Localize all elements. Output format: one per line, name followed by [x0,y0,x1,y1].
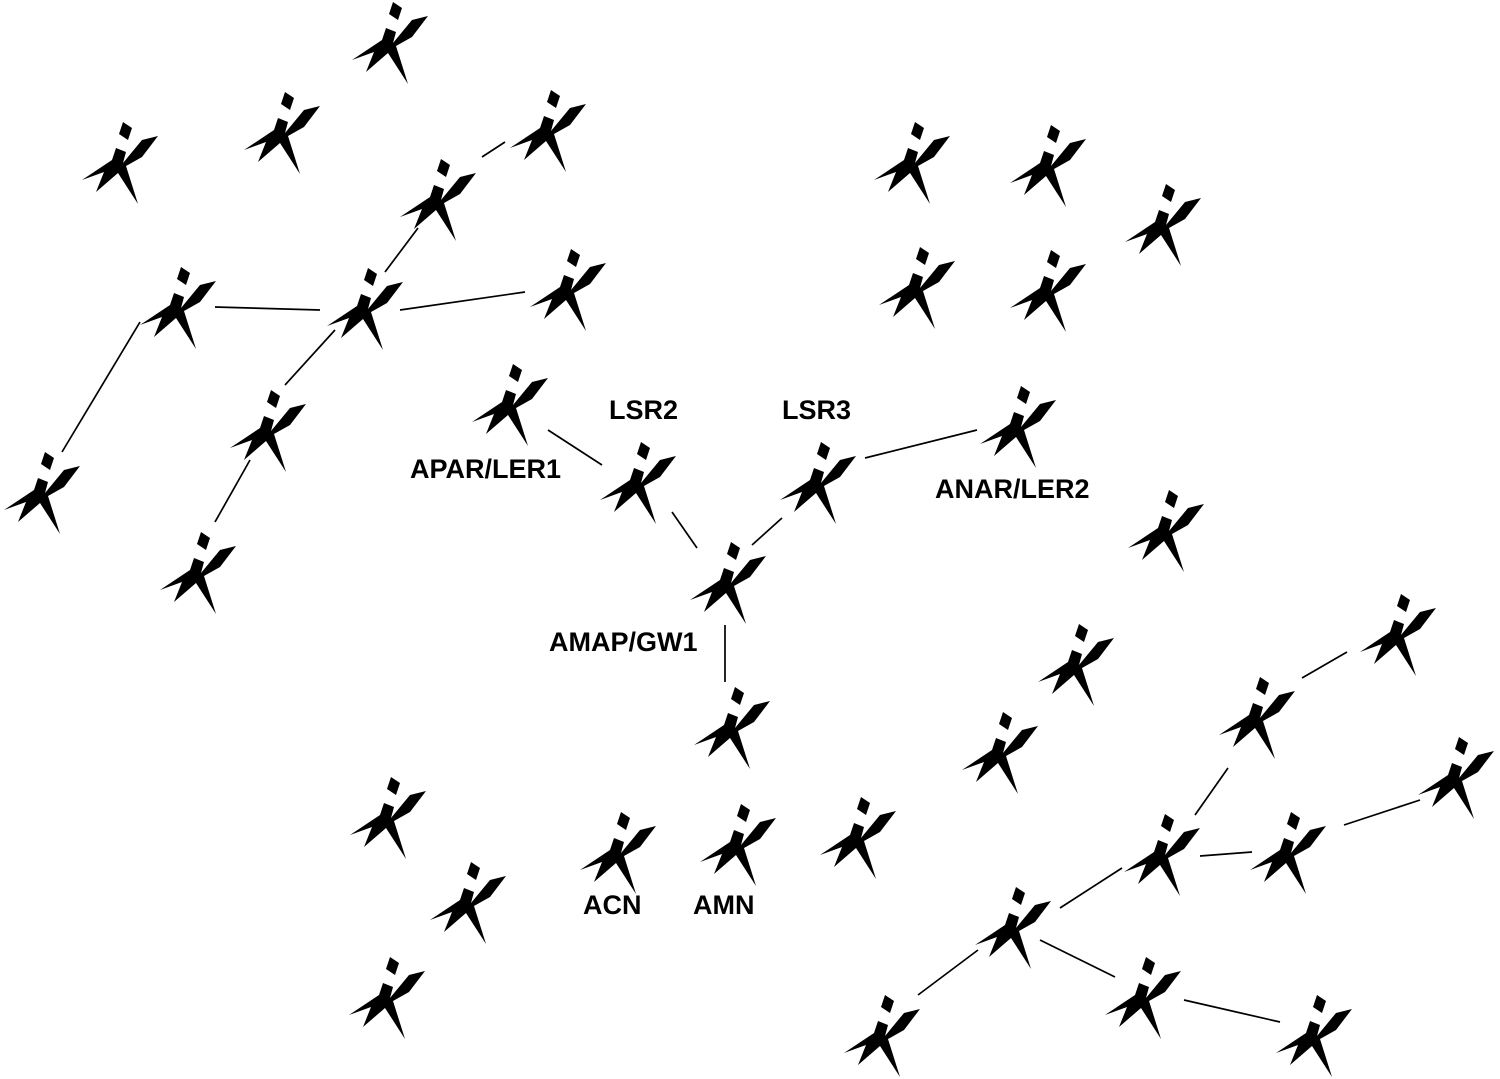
network-link-2 [384,227,419,273]
aircraft-br-right-icon [1418,737,1494,819]
aircraft-br-lone-2-icon [962,712,1038,794]
aircraft-center-lone-icon [820,797,896,879]
aircraft-top-b-icon [244,92,320,174]
aircraft-cluster1-mid-icon [400,159,476,241]
aircraft-anar-icon [980,386,1056,468]
aircraft-cluster1-right-icon [530,249,606,331]
links-layer [61,141,1421,1023]
network-link-13 [1301,651,1348,679]
aircraft-br-bottom-right-icon [1276,995,1352,1077]
aircraft-cluster1-left-icon [140,267,216,349]
label-anar-ler2: ANAR/LER2 [935,474,1090,504]
aircraft-tr-5-icon [1010,250,1086,332]
aircraft-lsr3-icon [780,442,856,524]
network-link-18 [1039,939,1116,978]
aircraft-br-center-icon [975,887,1051,969]
aircraft-br-lower-icon [1105,957,1181,1039]
aircraft-cluster1-low-icon [230,390,306,472]
label-amap-gw1: AMAP/GW1 [549,627,698,657]
aircraft-amn-icon [700,804,776,886]
aircraft-cluster1-hub-icon [327,268,403,350]
aircraft-amap-icon [690,542,766,624]
label-apar-ler1: APAR/LER1 [410,454,561,484]
network-link-6 [284,329,336,386]
network-link-14 [1194,767,1229,816]
network-link-5 [61,321,141,453]
network-link-7 [214,459,251,523]
aircraft-top-a-icon [352,2,428,84]
label-amn: AMN [693,890,755,920]
network-link-3 [214,306,321,311]
aircraft-cluster1-tr-icon [510,90,586,172]
aircraft-apar-icon [472,364,548,446]
aircraft-bl-3-icon [349,957,425,1039]
aircraft-br-mid-right-icon [1250,812,1326,894]
aircraft-cluster1-bottom-icon [160,532,236,614]
label-lsr3: LSR3 [782,395,851,425]
aircraft-tr-1-icon [874,122,950,204]
aircraft-lsr2-icon [600,442,676,524]
aircraft-amn-above-icon [694,687,770,769]
network-link-11 [864,429,978,459]
network-link-15 [1343,799,1421,826]
network-link-19 [917,949,979,996]
aircraft-br-bottom-left-icon [844,995,920,1077]
network-link-1 [481,141,506,158]
network-link-9 [671,511,698,549]
network-link-10 [751,517,783,546]
aircraft-right-lone-icon [1128,490,1204,572]
aircraft-tr-2-icon [1010,125,1086,207]
network-link-20 [1183,999,1281,1023]
label-acn: ACN [583,890,642,920]
aircraft-top-left-corner-icon [82,122,158,204]
aircraft-acn-icon [580,812,656,894]
network-link-8 [547,429,603,466]
aircraft-br-top-icon [1360,594,1436,676]
aircraft-br-lone-1-icon [1038,624,1114,706]
network-link-16 [1199,851,1253,857]
aircraft-br-hub-icon [1124,814,1200,896]
aircraft-tr-4-icon [879,247,955,329]
aircraft-bl-2-icon [430,862,506,944]
label-lsr2: LSR2 [609,395,678,425]
network-link-4 [399,291,526,311]
aircraft-bl-1-icon [350,777,426,859]
aircraft-tr-3-icon [1125,184,1201,266]
aircraft-cluster1-far-left-icon [4,452,80,534]
network-link-17 [1059,867,1123,909]
aircraft-br-upper-icon [1219,677,1295,759]
